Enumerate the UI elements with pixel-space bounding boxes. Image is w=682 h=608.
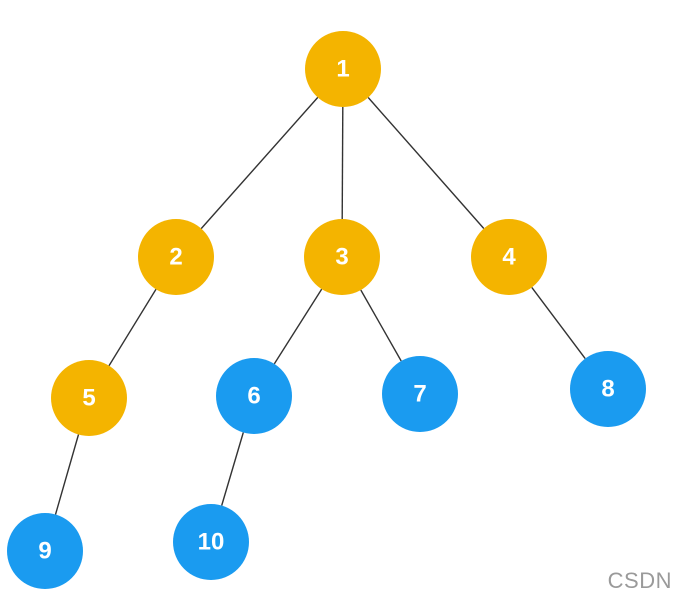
node-circle <box>51 360 127 436</box>
edge-1-4 <box>367 97 485 229</box>
node-circle <box>304 219 380 295</box>
node-circle <box>138 219 214 295</box>
tree-node-10: 10 <box>173 504 249 580</box>
tree-node-7: 7 <box>382 356 458 432</box>
edge-1-2 <box>200 96 319 230</box>
edge-3-6 <box>273 288 323 365</box>
node-circle <box>7 513 83 589</box>
node-circle <box>216 358 292 434</box>
tree-node-9: 9 <box>7 513 83 589</box>
edge-4-8 <box>531 286 586 360</box>
tree-node-6: 6 <box>216 358 292 434</box>
node-label: 6 <box>247 382 260 409</box>
node-label: 4 <box>502 243 516 270</box>
edge-2-5 <box>108 288 157 367</box>
tree-node-2: 2 <box>138 219 214 295</box>
tree-node-5: 5 <box>51 360 127 436</box>
node-circle <box>305 31 381 107</box>
node-circle <box>471 219 547 295</box>
node-circle <box>570 351 646 427</box>
node-circle <box>382 356 458 432</box>
tree-node-4: 4 <box>471 219 547 295</box>
node-label: 9 <box>38 537 51 564</box>
edge-6-10 <box>221 432 244 506</box>
tree-node-1: 1 <box>305 31 381 107</box>
watermark: CSDN <box>607 568 672 593</box>
tree-node-3: 3 <box>304 219 380 295</box>
tree-nodes: 1 2 3 4 5 6 7 8 9 10 <box>7 31 646 589</box>
node-label: 10 <box>198 528 225 555</box>
node-label: 3 <box>335 243 348 270</box>
edge-3-7 <box>360 289 402 362</box>
node-label: 7 <box>413 380 426 407</box>
node-label: 1 <box>336 55 349 82</box>
node-circle <box>173 504 249 580</box>
tree-edges <box>54 96 586 515</box>
node-label: 5 <box>82 384 95 411</box>
edge-1-3 <box>341 106 344 220</box>
edge-5-9 <box>54 434 80 515</box>
tree-node-8: 8 <box>570 351 646 427</box>
node-label: 2 <box>169 243 182 270</box>
node-label: 8 <box>601 375 614 402</box>
